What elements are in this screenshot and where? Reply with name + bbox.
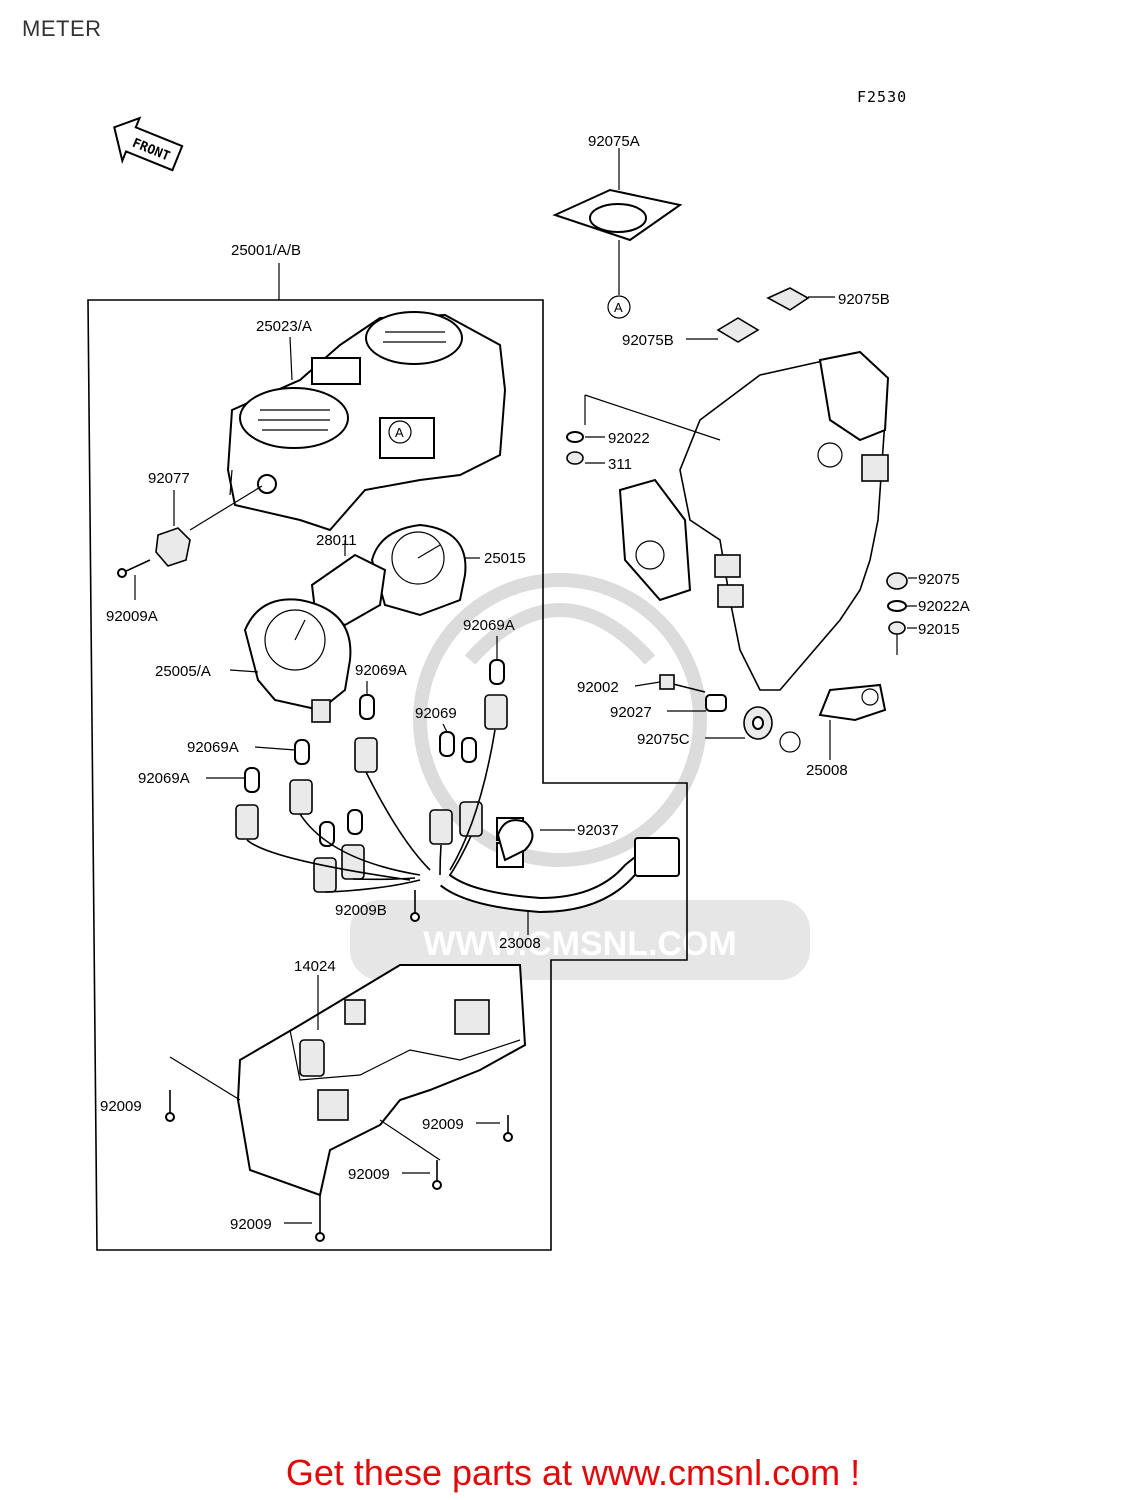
bolt-92002 — [634, 674, 706, 693]
ref-a-housing: A — [395, 425, 404, 440]
label-92009B: 92009B — [335, 902, 387, 919]
label-92027: 92027 — [610, 704, 652, 721]
grommet-92075 — [886, 572, 917, 590]
grommet-92075C — [705, 706, 773, 740]
screw-92009-left — [165, 1056, 241, 1122]
watermark-text: WWW.CMSNL.COM — [423, 925, 737, 963]
label-92075: 92075 — [918, 571, 960, 588]
clamp-92037 — [496, 819, 575, 862]
tachometer-25015 — [370, 523, 480, 617]
label-92009-right: 92009 — [422, 1116, 464, 1133]
front-arrow-icon: FRONT — [113, 116, 184, 172]
label-25001: 25001/A/B — [231, 242, 301, 259]
label-92022A: 92022A — [918, 598, 970, 615]
label-92075A: 92075A — [588, 133, 640, 150]
label-92009-left: 92009 — [100, 1098, 142, 1115]
label-92037: 92037 — [577, 822, 619, 839]
grommet-92075B-top — [766, 287, 835, 311]
label-92009-center: 92009 — [348, 1166, 390, 1183]
label-25015: 25015 — [484, 550, 526, 567]
label-92069A-top: 92069A — [463, 617, 515, 634]
label-28011: 28011 — [316, 532, 357, 549]
grommet-92075A: A — [552, 148, 683, 319]
label-25005: 25005/A — [155, 663, 211, 680]
label-92069A-left2: 92069A — [138, 770, 190, 787]
label-92075B-left: 92075B — [622, 332, 674, 349]
bracket-25008 — [584, 350, 890, 760]
leader-92069 — [442, 723, 448, 733]
page-title: METER — [22, 16, 102, 41]
meter-housing: A — [226, 311, 507, 532]
label-92009-bottom: 92009 — [230, 1216, 272, 1233]
label-92069A-mid: 92069A — [355, 662, 407, 679]
washer-92022 — [566, 431, 605, 443]
washer-92022A — [887, 600, 917, 612]
leader-92069A-left1 — [254, 746, 296, 751]
footer-link[interactable]: Get these parts at www.cmsnl.com ! — [285, 1452, 861, 1493]
nut-92015 — [888, 621, 917, 655]
figure-code: F2530 — [857, 88, 907, 106]
assembly-outline — [87, 299, 688, 1251]
ref-a-grommet: A — [614, 300, 623, 315]
screw-92009A — [117, 559, 151, 600]
screw-92009-center — [432, 1160, 442, 1190]
label-92075B-top: 92075B — [838, 291, 890, 308]
label-92002: 92002 — [577, 679, 619, 696]
meter-parts-diagram: WWW.CMSNL.COM F2530 FRONT A — [87, 88, 970, 1251]
label-92009A: 92009A — [106, 608, 158, 625]
label-92015: 92015 — [918, 621, 960, 638]
screw-92009B — [410, 890, 420, 922]
label-25023: 25023/A — [256, 318, 312, 335]
collar-92027 — [667, 694, 727, 712]
leader-25023 — [289, 336, 293, 381]
label-92075C: 92075C — [637, 731, 690, 748]
label-92069: 92069 — [415, 705, 457, 722]
label-14024: 14024 — [294, 958, 336, 975]
screw-92009-bottom — [315, 1195, 325, 1242]
bulbs-and-sockets — [235, 659, 508, 893]
grommet-92075B-left — [686, 317, 760, 343]
watermark: WWW.CMSNL.COM — [350, 573, 810, 980]
label-311: 311 — [608, 456, 632, 473]
label-92022: 92022 — [608, 430, 650, 447]
wiring-harness-23008 — [246, 729, 680, 935]
label-23008: 23008 — [499, 935, 541, 952]
sensor-92077 — [155, 485, 263, 567]
label-25008: 25008 — [806, 762, 848, 779]
label-92077: 92077 — [148, 470, 190, 487]
nut-311 — [566, 451, 605, 465]
label-92069A-left1: 92069A — [187, 739, 239, 756]
speedometer-25005 — [229, 598, 352, 723]
screw-92009-right — [379, 1115, 513, 1161]
cover-14024 — [236, 964, 527, 1197]
